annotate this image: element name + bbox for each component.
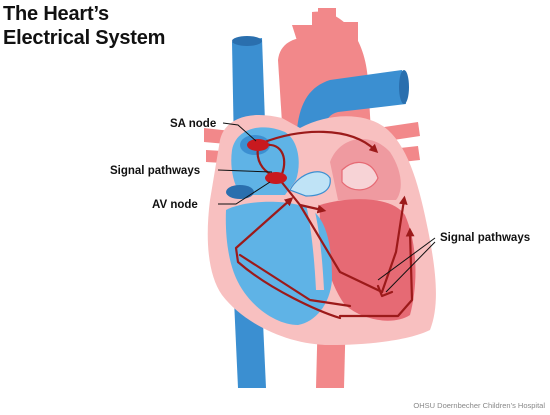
diagram-title: The Heart’s Electrical System	[3, 2, 165, 50]
aorta-branch-3	[342, 22, 358, 50]
left-bundle-branch	[298, 203, 384, 294]
pulmonary-artery	[296, 70, 406, 150]
signal-pathways-left-leader	[217, 169, 273, 173]
signal-pathways	[234, 130, 415, 320]
aorta-branch-2	[318, 8, 336, 40]
pulmonary-artery-opening	[399, 70, 409, 104]
title-line-1: The Heart’s	[3, 3, 109, 25]
apex-fibers	[376, 284, 394, 298]
svc-opening	[232, 36, 262, 46]
credit-text: OHSU Doernbecher Children’s Hospital	[413, 401, 545, 410]
mitral-valve	[341, 161, 379, 191]
leader-lines	[217, 122, 436, 293]
valve-opening	[226, 185, 254, 199]
sa-node-leader	[222, 122, 257, 142]
left-ventricle	[319, 199, 416, 321]
signal-pathways-left-label: Signal pathways	[110, 165, 200, 177]
signal-pathways-right-label: Signal pathways	[440, 232, 530, 244]
right-purkinje	[380, 195, 408, 294]
sa-node	[247, 139, 269, 151]
av-node-label: AV node	[152, 199, 198, 211]
right-bundle-branch	[234, 197, 342, 320]
tricuspid-valve	[289, 171, 331, 197]
title-line-2: Electrical System	[3, 27, 166, 49]
sa-to-left-atrium-path	[260, 130, 379, 154]
av-node	[265, 172, 287, 184]
signal-pathways-right-leader-2	[385, 241, 436, 293]
av-node-leader	[218, 181, 271, 205]
signal-pathways-right-leader-1	[377, 237, 436, 281]
inner-fiber	[238, 253, 352, 308]
sa-node-label: SA node	[170, 118, 216, 130]
